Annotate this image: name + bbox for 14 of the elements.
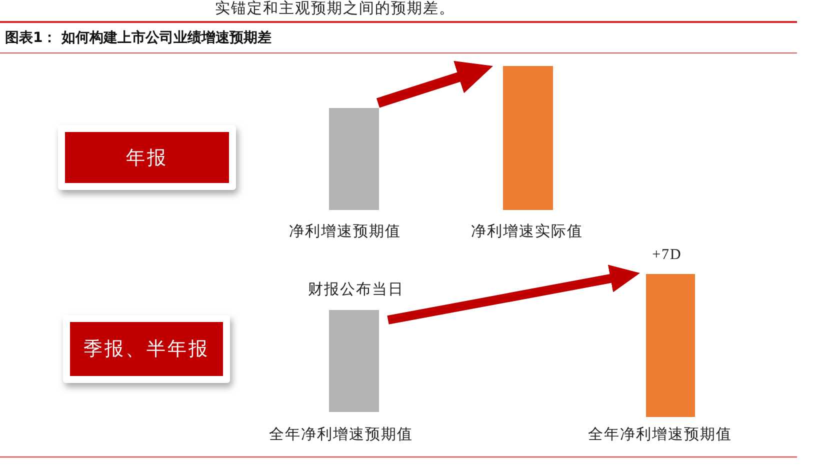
bar-label: 全年净利增速预期值 bbox=[588, 426, 732, 444]
bar bbox=[329, 310, 379, 412]
bar bbox=[646, 274, 695, 417]
bar-label: 全年净利增速预期值 bbox=[269, 426, 413, 444]
bar bbox=[503, 66, 553, 210]
body-text: 实锚定和主观预期之间的预期差。 bbox=[215, 0, 455, 18]
arrow bbox=[376, 60, 495, 108]
bar-label: 财报公布当日 bbox=[308, 281, 404, 299]
figure-title: 图表1： 如何构建上市公司业绩增速预期差 bbox=[5, 29, 272, 47]
bar-label: 净利增速预期值 bbox=[289, 223, 401, 241]
bar bbox=[329, 108, 379, 210]
arrow bbox=[387, 264, 641, 324]
bar-label: 净利增速实际值 bbox=[471, 223, 583, 241]
bar-label: +7D bbox=[652, 246, 682, 264]
